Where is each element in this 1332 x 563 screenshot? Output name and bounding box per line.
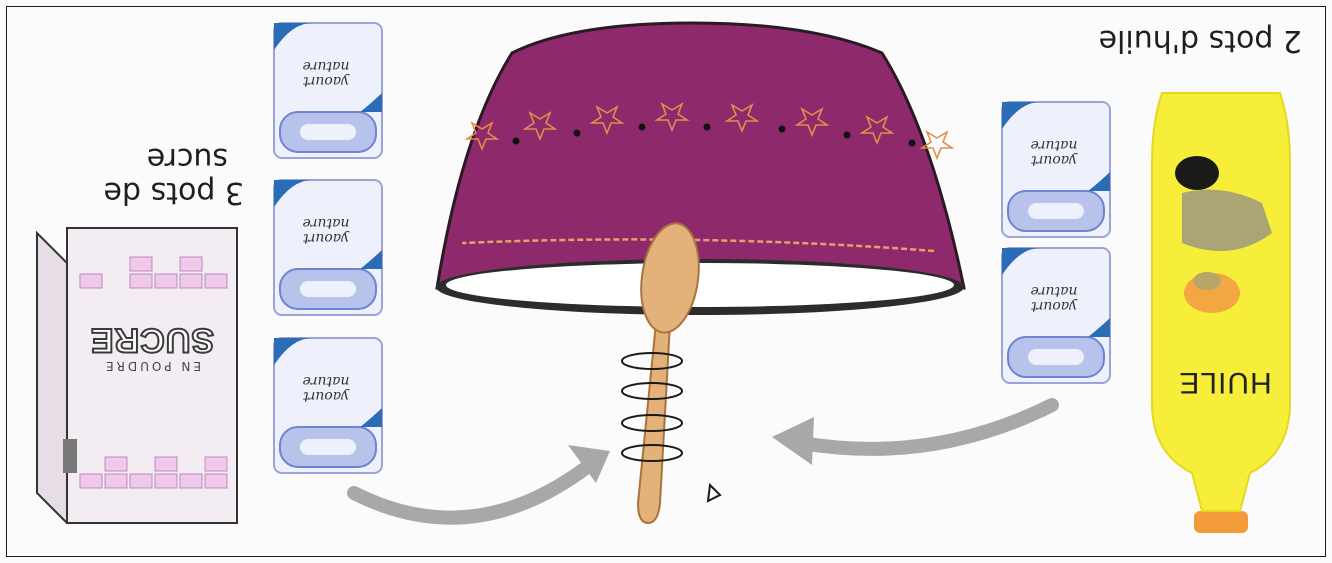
pot-text-line2: nature [286,373,366,388]
oil-caption: 2 pots d'huile [1062,23,1302,57]
pot-text-line1: yaourt [1014,298,1094,313]
oil-pot-1 [1002,248,1110,383]
oil-arrow-head [772,417,814,465]
sugar-pot-3-text: yaourt nature [286,58,366,88]
oil-arrow [802,405,1052,449]
sugar-box-subtitle: EN POUDRE [72,359,232,373]
sugar-arrow [354,467,587,518]
sugar-pot-2-text: yaourt nature [286,215,366,245]
oil-pot-1-text: yaourt nature [1014,283,1094,313]
pot-text-line1: yaourt [1014,152,1094,167]
pot-text-line2: nature [1014,137,1094,152]
pot-text-line2: nature [286,58,366,73]
sugar-box [37,228,237,523]
oil-bottle [1152,93,1290,533]
sugar-caption: 3 pots de sucre [44,141,244,209]
sugar-caption-line1: 3 pots de [44,175,244,209]
sugar-box-label: EN POUDRE SUCRE [72,320,232,373]
pot-text-line1: yaourt [286,388,366,403]
sugar-pot-1 [274,338,382,473]
sugar-pot-1-text: yaourt nature [286,373,366,403]
pot-text-line1: yaourt [286,230,366,245]
pot-text-line1: yaourt [286,73,366,88]
mixing-bowl [436,23,964,315]
pot-text-line2: nature [1014,283,1094,298]
sugar-caption-line2: sucre [44,141,228,175]
oil-pot-2 [1002,102,1110,237]
oil-pot-2-text: yaourt nature [1014,137,1094,167]
pot-text-line2: nature [286,215,366,230]
sugar-box-brand: SUCRE [72,320,232,359]
sugar-pot-3 [274,23,382,158]
sugar-pot-2 [274,180,382,315]
oil-bottle-label: HUILE [1170,365,1280,399]
